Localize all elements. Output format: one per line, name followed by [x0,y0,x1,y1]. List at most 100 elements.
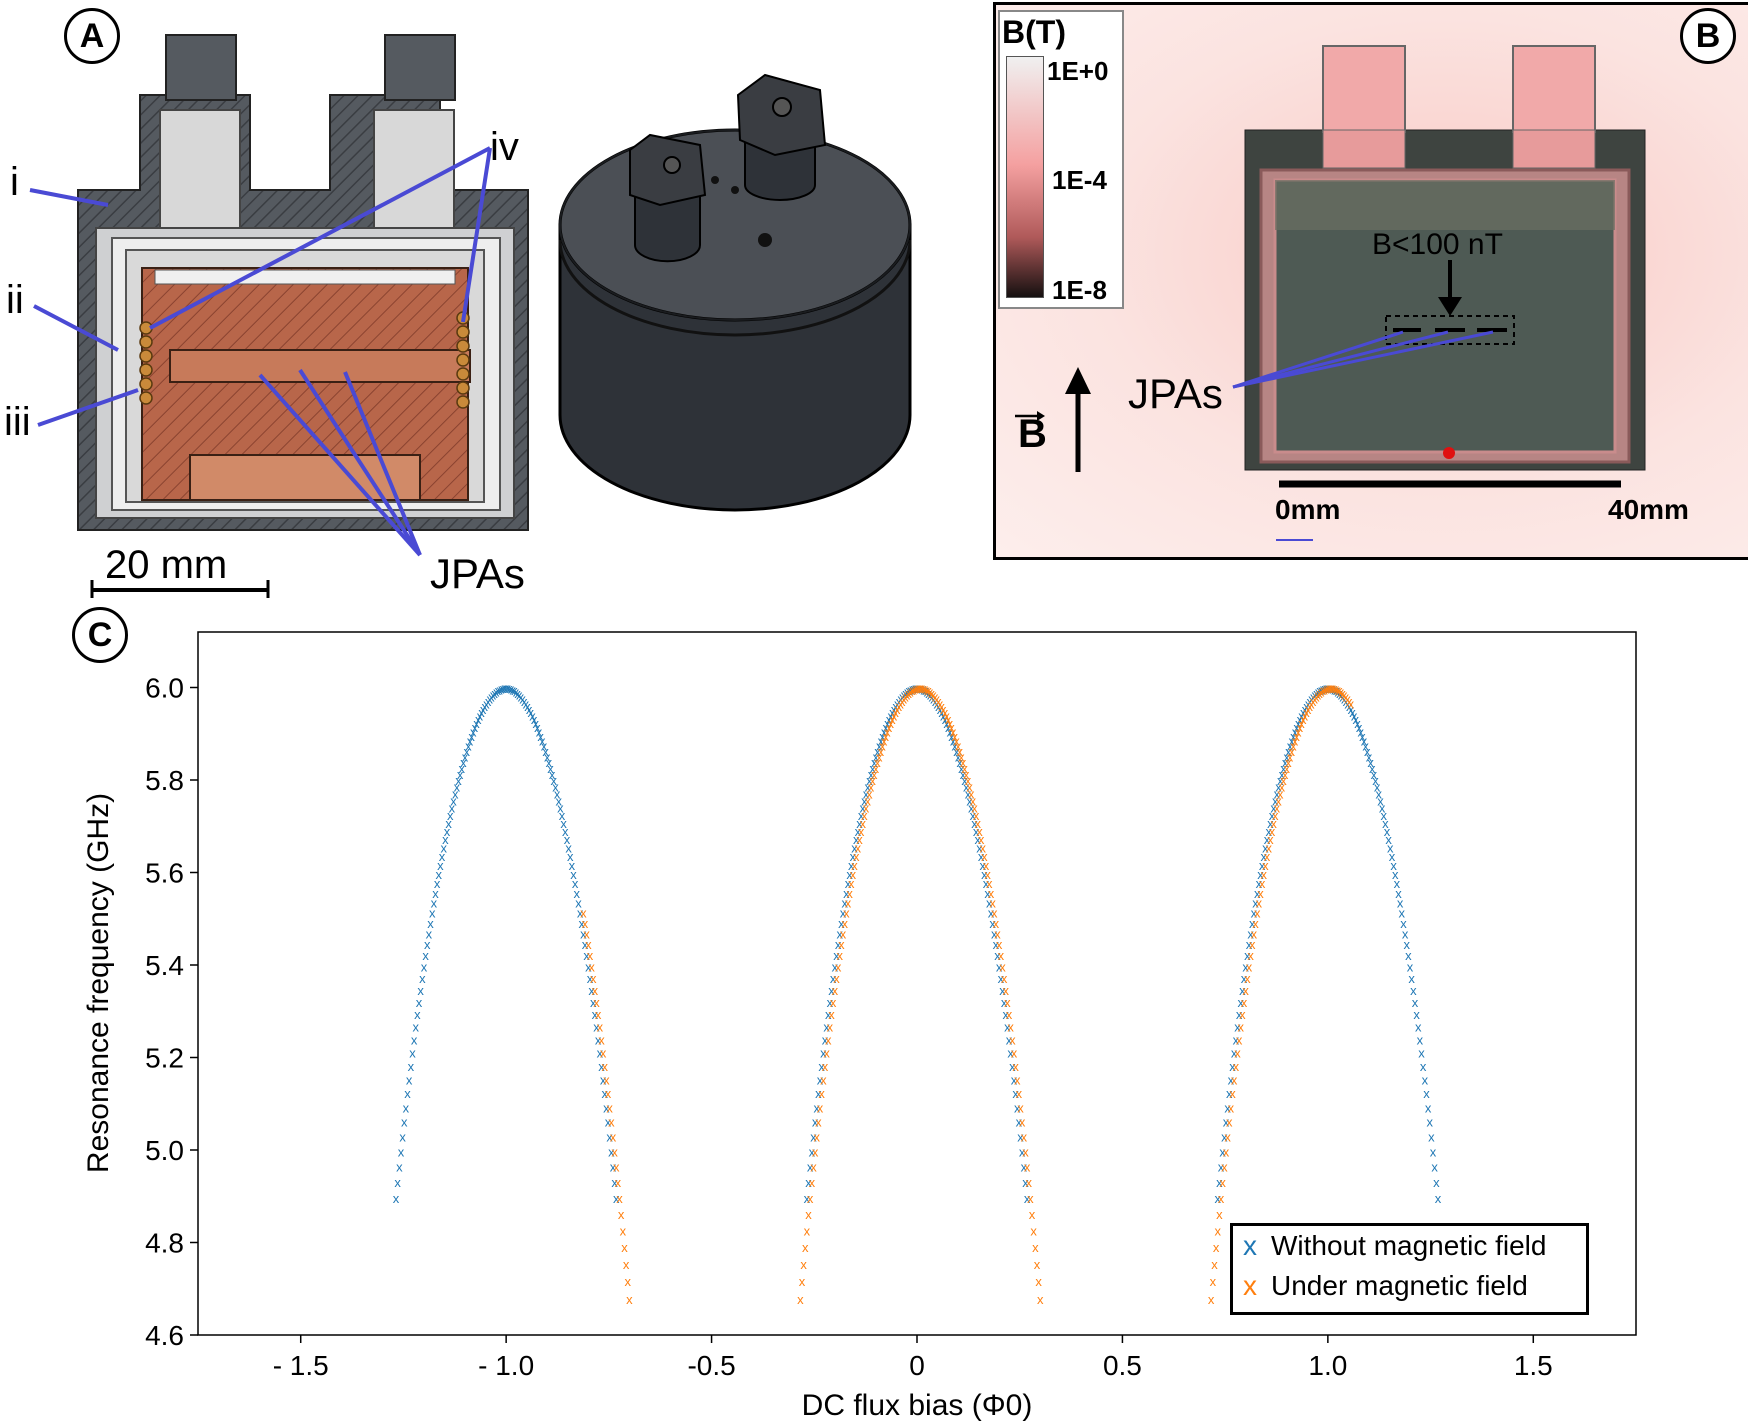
data-point: x [879,729,886,744]
data-point: x [534,720,541,735]
data-point: x [398,1144,405,1159]
data-point: x [409,1045,416,1060]
data-point: x [1285,755,1292,770]
data-point: x [1310,689,1317,704]
data-point: x [1380,808,1387,823]
data-point: x [1021,1129,1028,1144]
data-point: x [555,793,562,808]
data-point: x [1302,702,1309,717]
data-point: x [866,773,873,788]
data-point: x [1292,724,1299,739]
data-point: x [1305,696,1312,711]
data-point: x [1392,867,1399,882]
data-point: x [856,816,863,831]
data-point: x [1366,749,1373,764]
data-point: x [468,729,475,744]
data-point: x [439,849,446,864]
data-point: x [991,926,998,941]
data-point: x [932,689,939,704]
data-point: x [935,694,942,709]
data-point: x [1269,824,1276,839]
data-point: x [1274,801,1281,816]
data-point: x [1344,691,1351,706]
data-point: x [1002,1007,1009,1022]
data-point: x [564,832,571,847]
data-point: x [901,688,908,703]
data-point: x [508,681,515,696]
data-point: x [1016,1115,1023,1130]
colorbar-tick-bottom: 1E-8 [1052,275,1107,305]
data-point: x [1017,1100,1024,1115]
data-point: x [961,761,968,776]
data-point: x [1226,1086,1233,1101]
data-point: x [593,1020,600,1035]
data-point: x [1029,1207,1036,1222]
data-point: x [422,948,429,963]
legend-label-without: Without magnetic field [1271,1230,1547,1261]
data-point: x [539,734,546,749]
data-point: x [922,683,929,698]
data-point: x [511,683,518,698]
x-tick-label: -0.5 [687,1350,735,1381]
data-point: x [1303,705,1310,720]
data-point: x [952,739,959,754]
data-point: x [1246,960,1253,975]
data-point: x [419,971,426,986]
data-point: x [580,926,587,941]
data-point: x [1247,948,1254,963]
data-point: x [532,716,539,731]
label-i: i [10,160,19,204]
data-point: x [804,1191,811,1206]
data-point: x [1223,1115,1230,1130]
data-point: x [1395,886,1402,901]
data-point: x [526,702,533,717]
data-point: x [896,694,903,709]
data-point: x [1251,906,1258,921]
data-point: x [1313,686,1320,701]
data-point: x [956,755,963,770]
data-point: x [593,995,600,1010]
data-point: x [1219,1144,1226,1159]
data-point: x [1218,1191,1225,1206]
data-point: x [802,1240,809,1255]
data-point: x [1402,926,1409,941]
data-point: x [948,720,955,735]
data-point: x [899,694,906,709]
data-point: x [506,681,513,696]
data-point: x [874,755,881,770]
data-point: x [878,734,885,749]
data-point: x [597,1020,604,1035]
data-point: x [613,1160,620,1175]
data-point: x [841,896,848,911]
data-point: x [805,1207,812,1222]
data-point: x [1298,709,1305,724]
data-point: x [1277,786,1284,801]
data-point: x [822,1032,829,1047]
data-point: x [537,729,544,744]
data-point: x [554,786,561,801]
data-point: x [891,709,898,724]
data-point: x [894,702,901,717]
data-point: x [483,696,490,711]
label-iv: iv [490,125,519,169]
data-point: x [1277,773,1284,788]
data-point: x [1328,681,1335,696]
data-point: x [910,681,917,696]
data-point: x [1348,696,1355,711]
data-point: x [864,793,871,808]
data-point: x [1339,689,1346,704]
data-point: x [462,749,469,764]
data-point: x [1251,926,1258,941]
data-point: x [812,1115,819,1130]
data-point: x [1384,824,1391,839]
data-point: x [818,1086,825,1101]
data-point: x [1019,1144,1026,1159]
y-axis-label: Resonance frequency (GHz) [82,793,115,1173]
data-point: x [1323,681,1330,696]
resonance-chart: xxxxxxxxxxxxxxxxxxxxxxxxxxxxxxxxxxxxxxxx… [82,631,1637,1422]
data-point: x [1009,1059,1016,1074]
data-point: x [560,816,567,831]
label-iii: iii [4,400,31,444]
data-point: x [914,681,921,696]
